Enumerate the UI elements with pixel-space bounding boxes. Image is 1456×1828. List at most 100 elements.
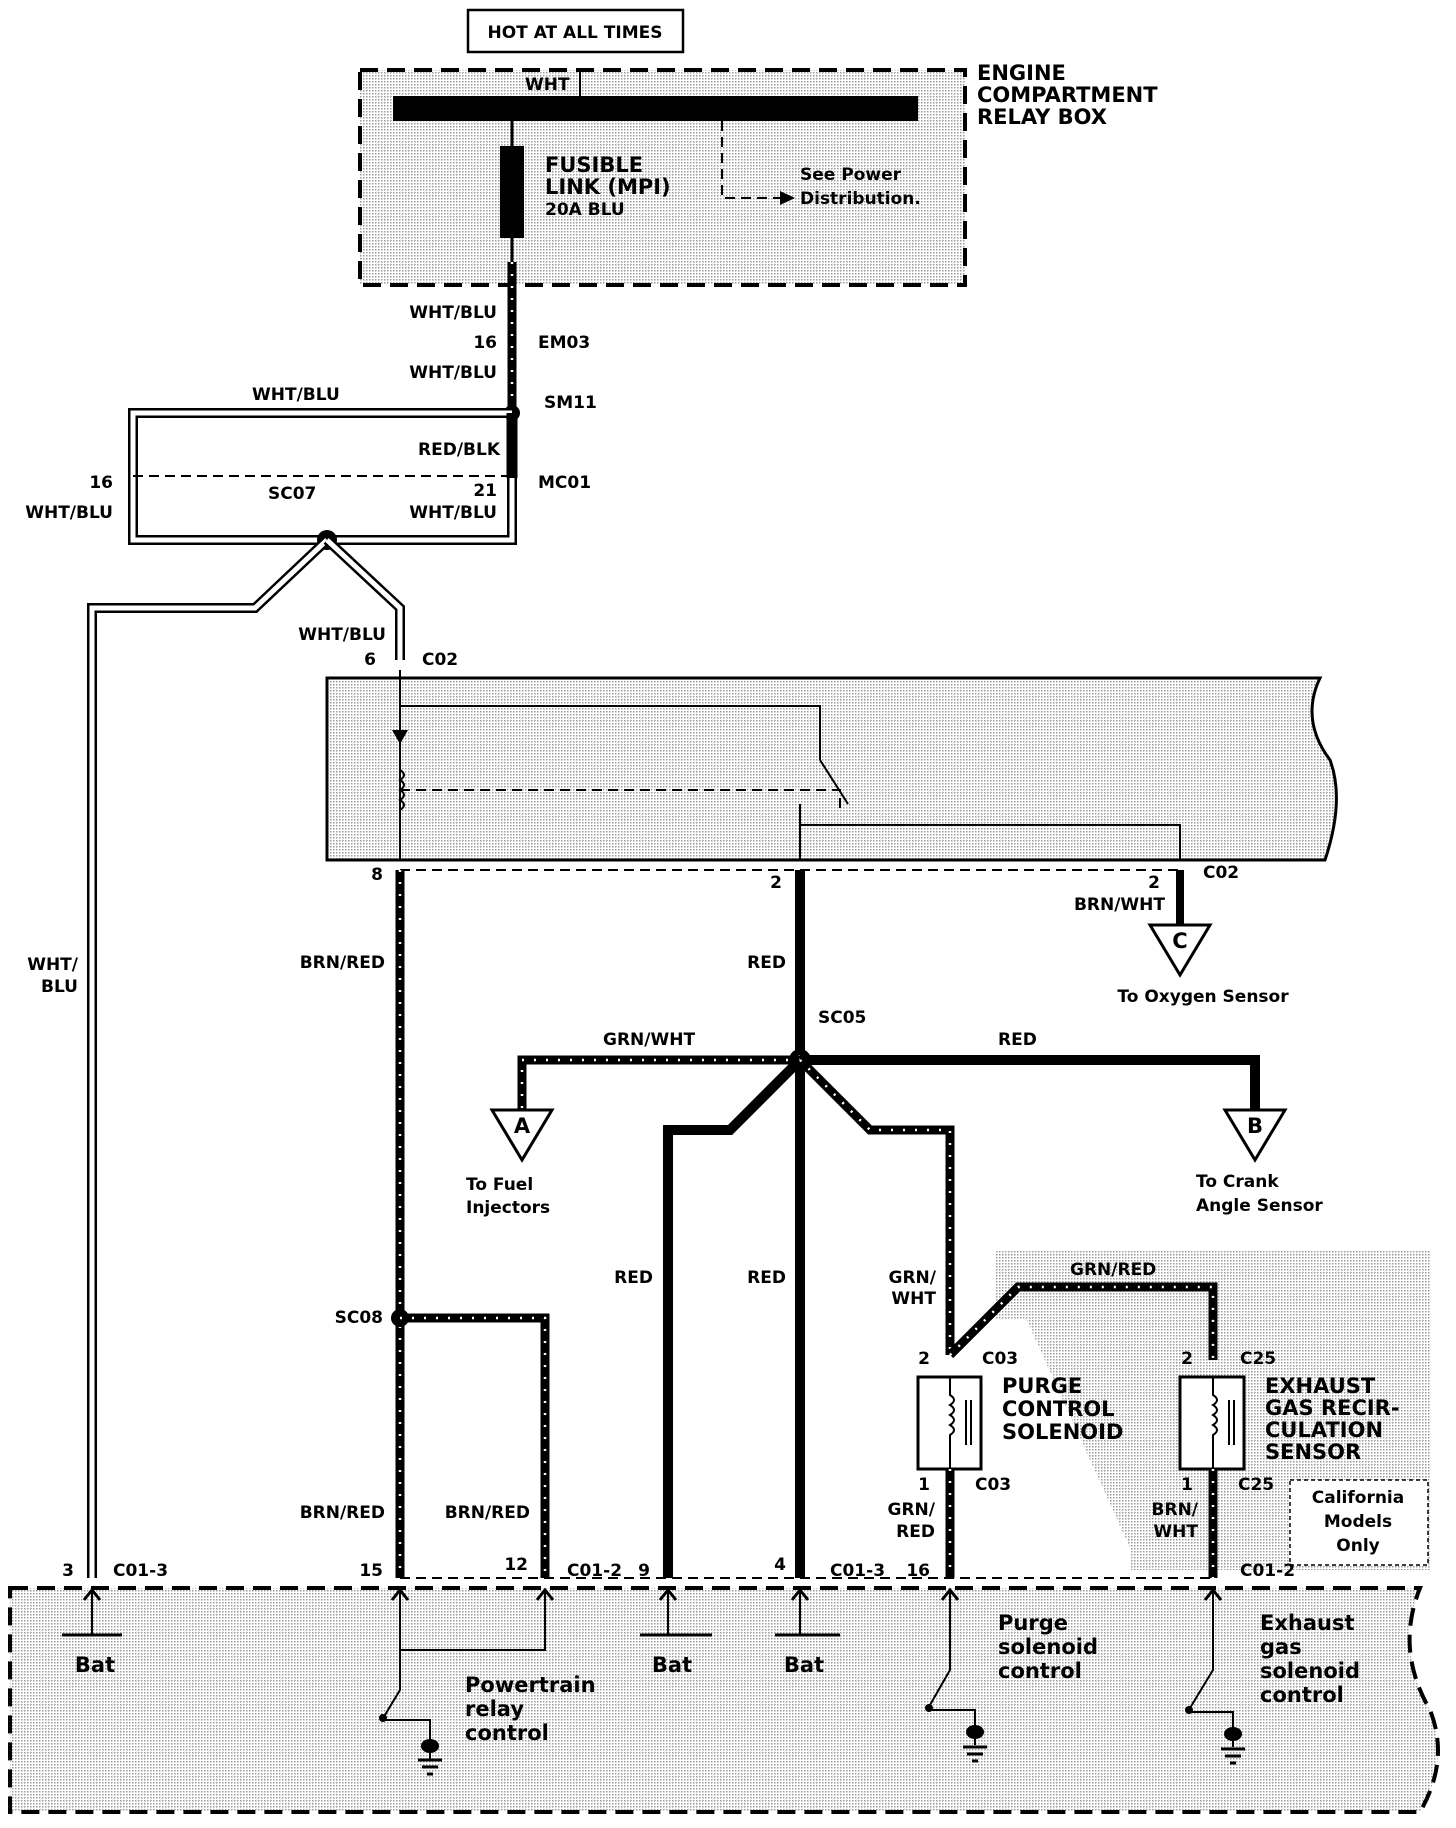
hot-at-all-times-box bbox=[466, 8, 685, 54]
egr-label-2: GAS RECIR- bbox=[1265, 1396, 1400, 1420]
ref-c-letter: C bbox=[1172, 929, 1187, 953]
exhaust-ctrl-label-4: control bbox=[1260, 1683, 1344, 1707]
california-note-1: California bbox=[1312, 1488, 1404, 1508]
purge-ctrl-label-3: control bbox=[998, 1659, 1082, 1683]
relay-box-title-2: COMPARTMENT bbox=[977, 83, 1158, 107]
powertrain-label-2: relay bbox=[465, 1697, 524, 1721]
ref-a-label-2: Injectors bbox=[466, 1198, 550, 1218]
c25-top-label: C25 bbox=[1240, 1349, 1276, 1369]
grn-wht-h-label: GRN/WHT bbox=[603, 1030, 695, 1050]
red-h-label: RED bbox=[998, 1030, 1037, 1050]
left-wht-blu: WHT/BLU bbox=[25, 503, 113, 523]
grn-red-top-label: GRN/RED bbox=[1070, 1260, 1156, 1280]
grn-wht-v1-label: GRN/ bbox=[889, 1268, 937, 1288]
purge-label-2: CONTROL bbox=[1002, 1397, 1115, 1421]
ref-c-triangle bbox=[1147, 923, 1213, 978]
c03-top-pin: 2 bbox=[918, 1349, 930, 1369]
wire-brn-red-branch bbox=[400, 1313, 550, 1578]
em03-name: EM03 bbox=[538, 333, 590, 353]
pin16: 16 bbox=[906, 1561, 930, 1581]
relay-box-title-3: RELAY BOX bbox=[977, 105, 1107, 129]
exhaust-ctrl-circuit bbox=[1189, 1590, 1214, 1709]
grn-red-v2-label: RED bbox=[896, 1522, 935, 1542]
egr-label-1: EXHAUST bbox=[1265, 1374, 1376, 1398]
c02-right-label: C02 bbox=[1203, 863, 1239, 883]
relay-diode bbox=[392, 730, 408, 744]
egr-label-4: SENSOR bbox=[1265, 1440, 1361, 1464]
c25-bot-label: C25 bbox=[1238, 1475, 1274, 1495]
c25-top-pin: 2 bbox=[1181, 1349, 1193, 1369]
purge-ctrl-circuit bbox=[929, 1590, 951, 1706]
red-center-label: RED bbox=[747, 1268, 786, 1288]
brn-wht-label: BRN/WHT bbox=[1074, 895, 1165, 915]
egr-label-3: CULATION bbox=[1265, 1418, 1383, 1442]
wire-red-left bbox=[663, 1056, 804, 1578]
ref-b-triangle bbox=[1222, 1108, 1288, 1163]
california-note-2: Models bbox=[1324, 1512, 1392, 1532]
red-mid-label: RED bbox=[747, 953, 786, 973]
brn-red-upper-label: BRN/RED bbox=[300, 953, 385, 973]
relay-box-title-1: ENGINE bbox=[977, 61, 1066, 85]
c012-right: C01-2 bbox=[1240, 1561, 1295, 1581]
ecu-box bbox=[8, 1586, 1440, 1814]
ref-b-label-2: Angle Sensor bbox=[1196, 1196, 1323, 1216]
hot-at-all-times-label: HOT AT ALL TIMES bbox=[488, 23, 663, 43]
em03-upper-label: WHT/BLU bbox=[409, 303, 497, 323]
power-distribution-arrow bbox=[721, 121, 780, 199]
pin9: 9 bbox=[638, 1561, 650, 1581]
bat2-label: Bat bbox=[652, 1653, 692, 1677]
pin12: 12 bbox=[504, 1555, 528, 1575]
long-left-label-1: WHT/ bbox=[27, 955, 79, 975]
california-note-3: Only bbox=[1336, 1536, 1379, 1556]
ref-a-label-1: To Fuel bbox=[466, 1175, 533, 1195]
purge-ctrl-label-1: Purge bbox=[998, 1611, 1068, 1635]
power-distribution-arrowhead bbox=[780, 191, 795, 205]
bat3-label: Bat bbox=[784, 1653, 824, 1677]
red-blk-label: RED/BLK bbox=[418, 440, 501, 460]
powertrain-label-1: Powertrain bbox=[465, 1673, 596, 1697]
powertrain-circuit bbox=[384, 1590, 546, 1716]
purge-label-3: SOLENOID bbox=[1002, 1420, 1123, 1444]
mc01-label: MC01 bbox=[538, 473, 591, 493]
brn-wht-v2-label: WHT bbox=[1153, 1522, 1198, 1542]
fusible-link bbox=[500, 146, 524, 238]
brn-red-low1-label: BRN/RED bbox=[300, 1503, 385, 1523]
relay-output-right bbox=[800, 824, 1181, 860]
relay-internal-top bbox=[400, 705, 821, 760]
exhaust-ctrl-label-2: gas bbox=[1260, 1635, 1302, 1659]
sc08-label: SC08 bbox=[335, 1308, 383, 1328]
c02-pin6: 6 bbox=[364, 650, 376, 670]
em03-pin: 16 bbox=[473, 333, 497, 353]
relay-module bbox=[325, 676, 1338, 862]
power-note-2: Distribution. bbox=[800, 189, 921, 209]
powertrain-label-3: control bbox=[465, 1721, 549, 1745]
c25-bot-pin: 1 bbox=[1181, 1475, 1193, 1495]
brn-red-low2-label: BRN/RED bbox=[445, 1503, 530, 1523]
em03-lower-label: WHT/BLU bbox=[409, 363, 497, 383]
purge-label-1: PURGE bbox=[1002, 1374, 1082, 1398]
pin8-label: 8 bbox=[371, 865, 383, 885]
red-left-label: RED bbox=[614, 1268, 653, 1288]
mc01-pin: 21 bbox=[473, 481, 497, 501]
ref-a-letter: A bbox=[514, 1114, 531, 1138]
grn-wht-v2-label: WHT bbox=[891, 1289, 936, 1309]
bus-wire-label: WHT bbox=[525, 75, 570, 95]
right-wht-blu: WHT/BLU bbox=[409, 503, 497, 523]
brn-wht-v1-label: BRN/ bbox=[1152, 1500, 1199, 1520]
fuse-label-3: 20A BLU bbox=[545, 200, 625, 220]
pin2-right-label: 2 bbox=[1148, 873, 1160, 893]
grn-red-v1-label: GRN/ bbox=[888, 1500, 936, 1520]
sc05-label: SC05 bbox=[818, 1008, 866, 1028]
c03-top-label: C03 bbox=[982, 1349, 1018, 1369]
sm11-label: SM11 bbox=[544, 393, 597, 413]
relay-switch-arm bbox=[819, 759, 849, 805]
ref-b-label-1: To Crank bbox=[1196, 1172, 1279, 1192]
c012-mid: C01-2 bbox=[567, 1561, 622, 1581]
c03-bot-label: C03 bbox=[975, 1475, 1011, 1495]
ref-c-label: To Oxygen Sensor bbox=[1117, 987, 1289, 1007]
long-left-label-2: BLU bbox=[41, 977, 78, 997]
california-note-box bbox=[1289, 1479, 1429, 1566]
fuse-label-1: FUSIBLE bbox=[545, 153, 643, 177]
c02-top-label: C02 bbox=[422, 650, 458, 670]
